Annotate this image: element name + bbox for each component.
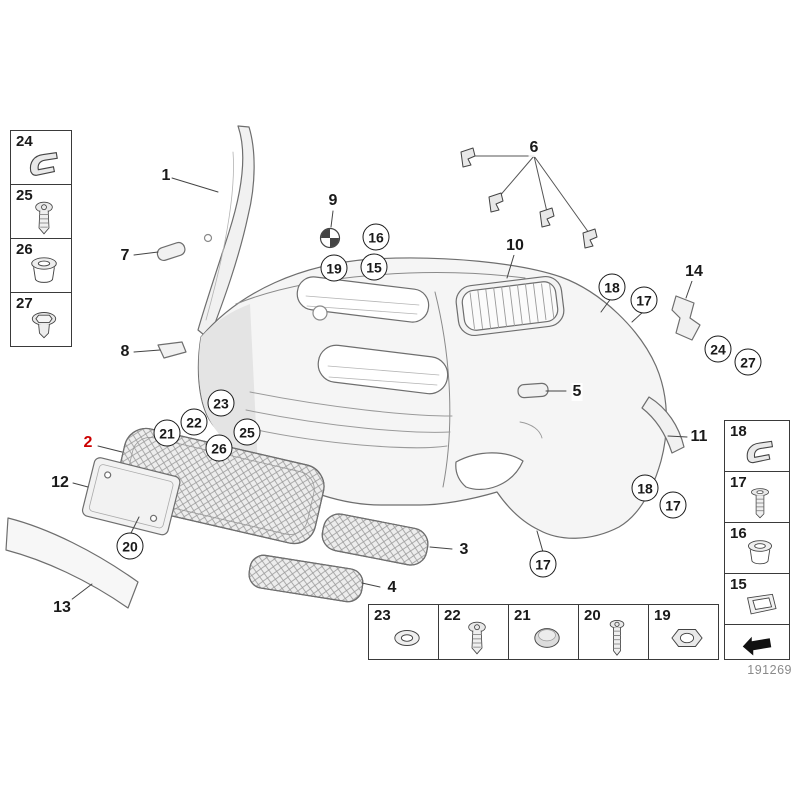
callout-18-circled-2[interactable]: 18 — [631, 474, 659, 502]
legend-number: 21 — [514, 607, 531, 624]
legend-box-24[interactable]: 24 — [10, 130, 72, 185]
legend-box-22[interactable]: 22 — [438, 604, 509, 660]
side-grille-left-part — [248, 554, 364, 603]
legend-number: 25 — [16, 187, 33, 204]
legend-number: 26 — [16, 241, 33, 258]
legend-box-18[interactable]: 18 — [724, 420, 790, 472]
cover-part-7 — [156, 241, 186, 262]
callout-15-circled[interactable]: 15 — [360, 253, 388, 281]
legend-box-17[interactable]: 17 — [724, 471, 790, 523]
callout-9[interactable]: 9 — [327, 192, 339, 210]
callout-4[interactable]: 4 — [386, 579, 398, 597]
legend-number: 15 — [730, 576, 747, 593]
cover-cap-icon — [511, 607, 576, 657]
callout-10[interactable]: 10 — [505, 237, 525, 255]
legend-box-19[interactable]: 19 — [648, 604, 719, 660]
grommet-icon — [13, 241, 69, 290]
legend-box-25[interactable]: 25 — [10, 184, 72, 239]
callout-6[interactable]: 6 — [528, 139, 540, 157]
callout-2-highlighted[interactable]: 2 — [82, 434, 94, 452]
torx-screw-icon — [441, 607, 506, 657]
washer-icon — [371, 607, 436, 657]
callout-18-circled[interactable]: 18 — [598, 273, 626, 301]
torx-screw-icon — [13, 187, 69, 236]
legend-box-16[interactable]: 16 — [724, 522, 790, 574]
callout-8[interactable]: 8 — [119, 343, 131, 361]
expansion-screw-icon — [581, 607, 646, 657]
grommet-icon — [727, 525, 787, 571]
protective-sheet-part — [5, 517, 139, 609]
callout-24-circled[interactable]: 24 — [704, 335, 732, 363]
callout-17-circled[interactable]: 17 — [630, 286, 658, 314]
callout-14[interactable]: 14 — [684, 263, 704, 281]
callout-17-circled-2[interactable]: 17 — [659, 491, 687, 519]
callout-26-circled[interactable]: 26 — [205, 434, 233, 462]
corner-strip-part — [641, 396, 685, 454]
callout-17-circled-3[interactable]: 17 — [529, 550, 557, 578]
side-grille-right-part — [321, 513, 429, 566]
callout-1[interactable]: 1 — [160, 167, 172, 185]
legend-number: 24 — [16, 133, 33, 150]
legend-number: 22 — [444, 607, 461, 624]
callout-20-circled[interactable]: 20 — [116, 532, 144, 560]
legend-box-21[interactable]: 21 — [508, 604, 579, 660]
cover-part-8 — [157, 341, 187, 359]
expanding-rivet-icon — [727, 474, 787, 520]
bumper-body-part — [197, 257, 668, 539]
legend-number: 23 — [374, 607, 391, 624]
legend-number: 20 — [584, 607, 601, 624]
hex-nut-icon — [651, 607, 716, 657]
legend-box-27[interactable]: 27 — [10, 292, 72, 347]
callout-19-circled[interactable]: 19 — [320, 254, 348, 282]
washer-cover-part — [517, 382, 549, 399]
callout-11[interactable]: 11 — [689, 428, 709, 446]
callout-21-circled[interactable]: 21 — [153, 419, 181, 447]
legend-box-23[interactable]: 23 — [368, 604, 439, 660]
callout-25-circled[interactable]: 25 — [233, 418, 261, 446]
clip-set-part — [460, 147, 598, 249]
flange-bolt-icon — [13, 295, 69, 344]
callout-16-circled[interactable]: 16 — [362, 223, 390, 251]
callout-13[interactable]: 13 — [52, 599, 72, 617]
diagram-number: 191269 — [747, 663, 792, 677]
callout-22-circled[interactable]: 22 — [180, 408, 208, 436]
bracket-part — [671, 295, 701, 341]
seal-frame-icon — [727, 576, 787, 622]
legend-number: 18 — [730, 423, 747, 440]
legend-box-15[interactable]: 15 — [724, 573, 790, 625]
callout-5[interactable]: 5 — [571, 383, 583, 401]
sheet-metal-clip-icon — [13, 133, 69, 182]
callout-12[interactable]: 12 — [50, 474, 70, 492]
callout-7[interactable]: 7 — [119, 247, 131, 265]
legend-box-20[interactable]: 20 — [578, 604, 649, 660]
legend-number: 16 — [730, 525, 747, 542]
roundel-emblem-part — [319, 227, 341, 249]
legend-number: 27 — [16, 295, 33, 312]
legend-box-arrow[interactable] — [724, 624, 790, 660]
legend-box-26[interactable]: 26 — [10, 238, 72, 293]
sheet-metal-clip-icon — [727, 423, 787, 469]
legend-number: 19 — [654, 607, 671, 624]
callout-27-circled[interactable]: 27 — [734, 348, 762, 376]
legend-number: 17 — [730, 474, 747, 491]
kidney-grille-part — [455, 275, 565, 337]
plate-base-part — [81, 457, 181, 536]
direction-arrow-icon — [727, 627, 787, 657]
callout-23-circled[interactable]: 23 — [207, 389, 235, 417]
callout-3[interactable]: 3 — [458, 541, 470, 559]
